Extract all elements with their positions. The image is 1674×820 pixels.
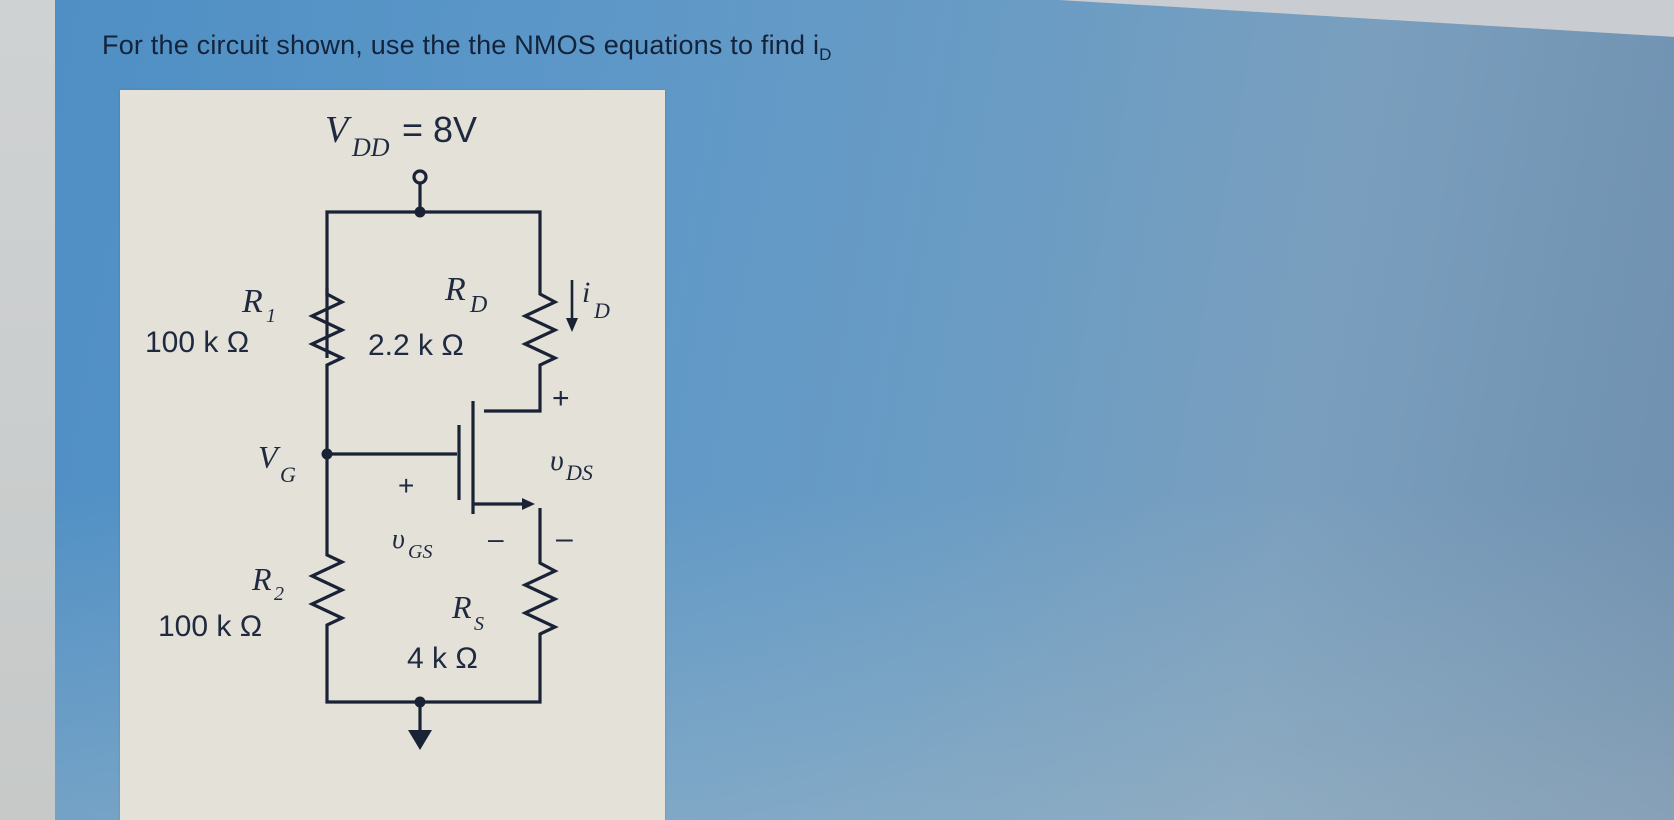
vgs-plus: + (398, 470, 414, 501)
rd-value: 2.2 k Ω (368, 329, 464, 362)
vds-plus: + (552, 382, 570, 415)
r1-resistor-icon (308, 288, 346, 372)
drain-current-arrow-icon (566, 318, 578, 332)
drain-wire (484, 372, 542, 413)
vdd-symbol: V (325, 109, 352, 151)
vdd-terminal-icon (412, 169, 428, 185)
rs-subscript: S (474, 613, 484, 635)
rd-subscript: D (469, 292, 487, 318)
vds-subscript: DS (565, 460, 593, 485)
ground-junction-dot-icon (414, 696, 426, 708)
r2-resistor-icon (308, 551, 346, 632)
circuit-figure: V DD = 8V R 1 100 k Ω R D 2.2 k Ω i D + … (120, 90, 665, 820)
vg-symbol: V (258, 439, 281, 475)
question-body: For the circuit shown, use the the NMOS … (102, 30, 820, 60)
bottom-rail-wire (325, 632, 542, 704)
r2-value: 100 k Ω (158, 610, 262, 643)
vgs-minus: – (488, 523, 504, 554)
r2-subscript: 2 (274, 583, 284, 605)
rd-symbol: R (444, 271, 466, 308)
r2-symbol: R (251, 561, 272, 597)
rs-value: 4 k Ω (407, 642, 478, 675)
vgs-symbol: υ (392, 524, 405, 555)
circuit-diagram: V DD = 8V R 1 100 k Ω R D 2.2 k Ω i D + … (145, 109, 610, 750)
r1-value: 100 k Ω (145, 326, 249, 359)
ground-icon (408, 730, 432, 750)
vg-subscript: G (280, 462, 296, 487)
rd-resistor-icon (521, 288, 559, 372)
id-subscript: D (593, 298, 610, 323)
vds-symbol: υ (550, 444, 564, 477)
left-bezel-strip (0, 0, 55, 820)
vds-minus: – (556, 522, 573, 555)
r1-symbol: R (241, 283, 263, 320)
question-text: For the circuit shown, use the the NMOS … (102, 30, 832, 65)
vdd-subscript: DD (351, 133, 390, 162)
vgs-subscript: GS (408, 541, 432, 563)
top-rail-wire (325, 210, 542, 358)
question-subscript: D (819, 45, 832, 64)
vdd-value: = 8V (402, 109, 477, 150)
rs-resistor-icon (521, 557, 559, 641)
rs-symbol: R (451, 589, 472, 625)
junction-dot-icon (414, 206, 426, 218)
r1-subscript: 1 (266, 305, 276, 327)
gate-junction-dot-icon (321, 448, 333, 460)
id-symbol: i (582, 276, 590, 309)
source-arrow-icon (522, 498, 535, 510)
